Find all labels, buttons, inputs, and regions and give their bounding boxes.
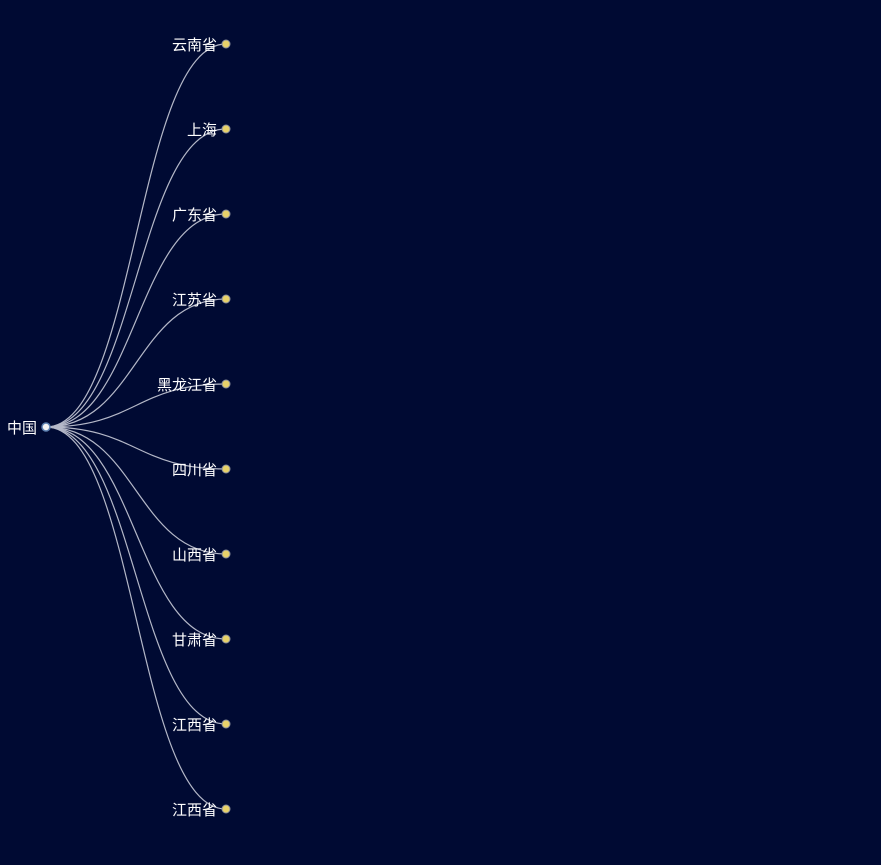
tree-link [45,298,227,428]
leaf-label: 广东省 [172,206,217,224]
leaf-label: 四川省 [172,461,217,479]
leaf-node[interactable] [221,294,231,304]
tree-link [45,426,227,640]
tree-link [45,128,227,428]
leaf-node[interactable] [221,634,231,644]
leaf-node[interactable] [221,379,231,389]
leaf-label: 黑龙江省 [157,376,217,394]
tree-link [45,43,227,428]
leaf-node[interactable] [221,464,231,474]
leaf-node[interactable] [221,39,231,49]
leaf-label: 云南省 [172,36,217,54]
leaf-node[interactable] [221,804,231,814]
leaf-label: 江苏省 [172,291,217,309]
leaf-label: 甘肃省 [172,631,217,649]
tree-link [45,426,227,725]
leaf-node[interactable] [221,719,231,729]
leaf-node[interactable] [221,209,231,219]
leaf-label: 江西省 [172,801,217,819]
leaf-node[interactable] [221,549,231,559]
tree-links [45,43,227,810]
leaf-node[interactable] [221,124,231,134]
leaf-label: 上海 [187,121,217,139]
tree-link [45,426,227,470]
tree-link [45,213,227,428]
tree-link [45,426,227,555]
leaf-label: 江西省 [172,716,217,734]
root-label: 中国 [7,419,37,437]
leaf-label: 山西省 [172,546,217,564]
tree-link [45,426,227,810]
tree-link [45,383,227,428]
root-node[interactable] [41,422,51,432]
